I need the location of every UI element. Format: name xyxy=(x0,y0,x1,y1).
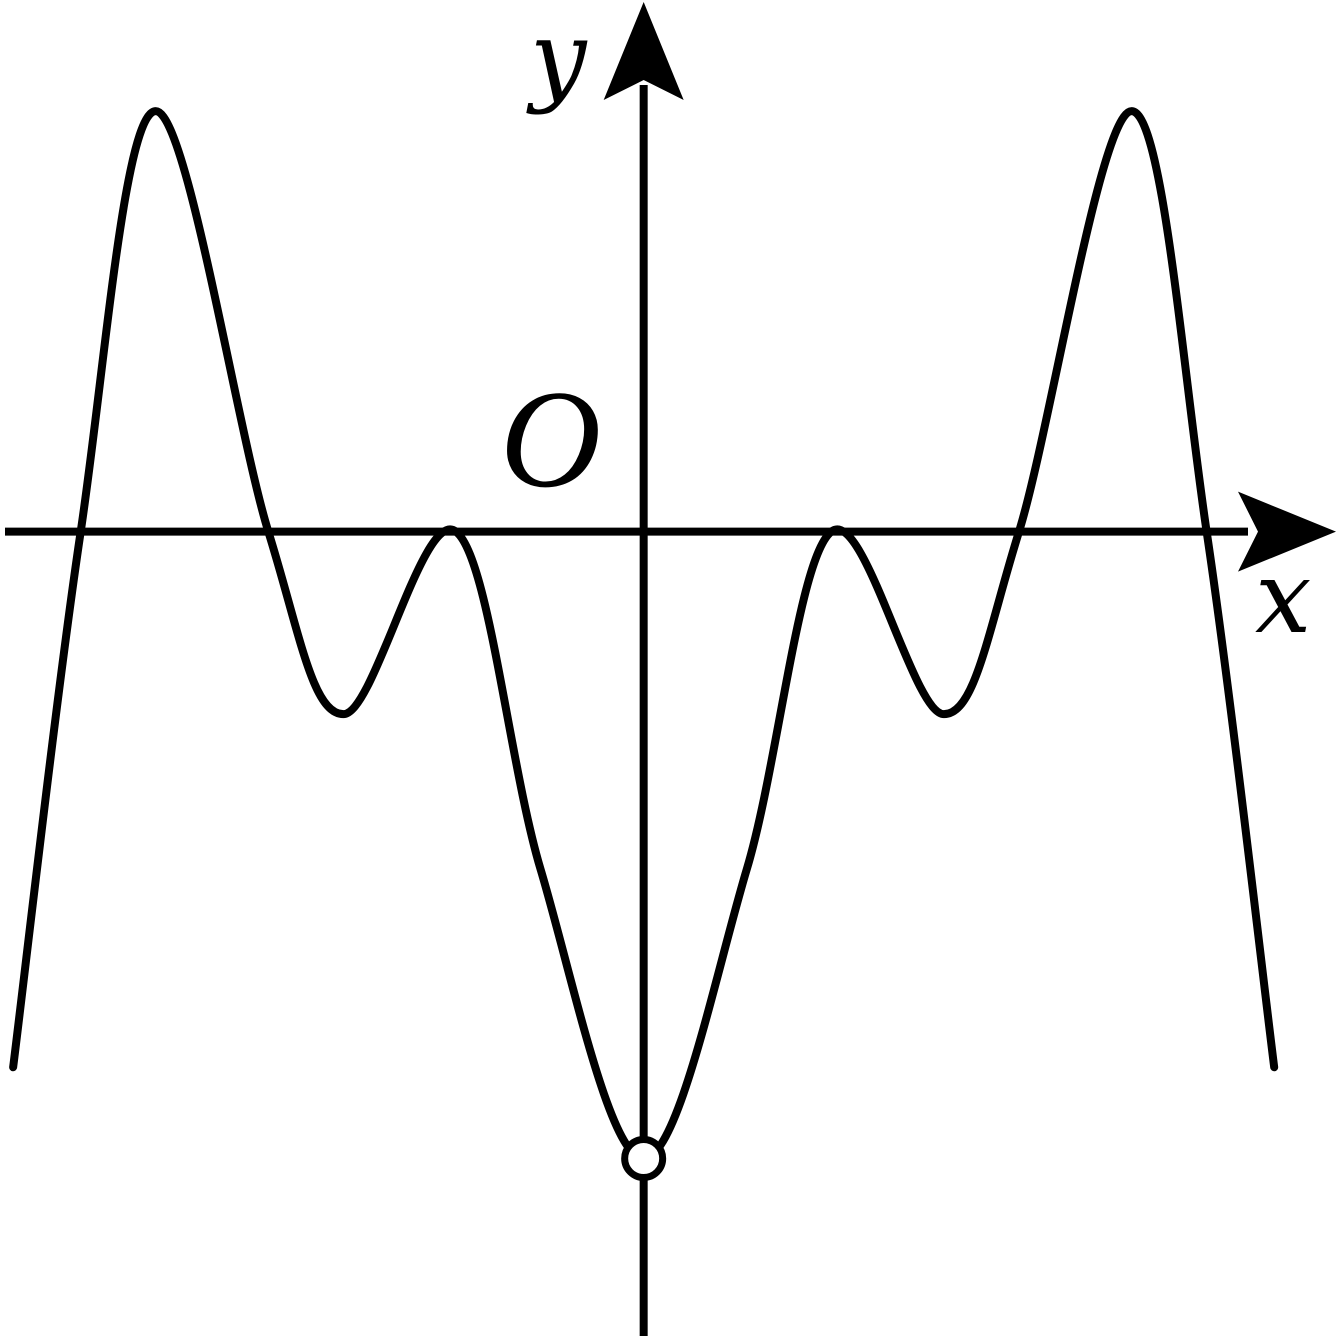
axes xyxy=(5,2,1336,1336)
y-axis-arrow-icon xyxy=(603,2,684,100)
markers xyxy=(621,1135,667,1181)
open-point-marker xyxy=(621,1135,667,1181)
x-axis-arrow-icon xyxy=(1238,491,1336,572)
x-axis-label: x xyxy=(1255,539,1311,656)
y-axis-label: y xyxy=(526,0,588,116)
origin-label: O xyxy=(500,362,601,517)
